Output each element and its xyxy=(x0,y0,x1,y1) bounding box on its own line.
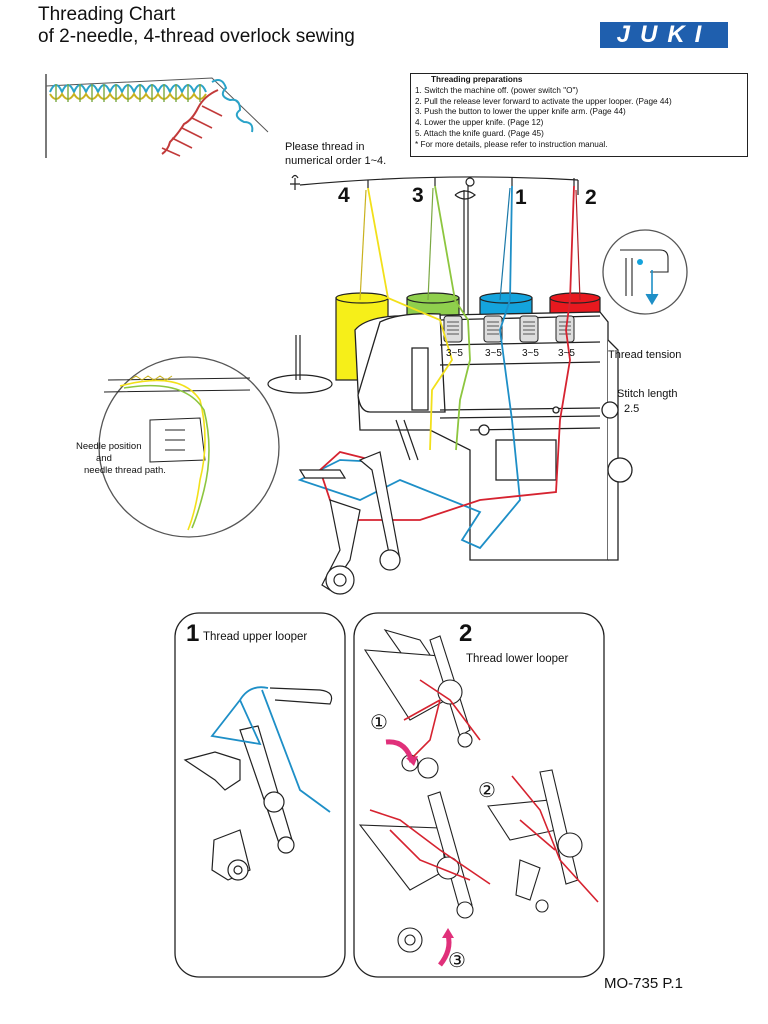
tension-dials xyxy=(443,315,575,343)
preparation-step: 2. Pull the release lever forward to act… xyxy=(415,96,672,106)
lower-looper-thread-2 xyxy=(369,809,491,885)
machine-body xyxy=(354,311,633,561)
preparation-step: 1. Switch the machine off. (power switch… xyxy=(415,85,579,95)
tension-value: 3~5 xyxy=(522,348,539,359)
upper-looper-title: Thread upper looper xyxy=(203,631,308,643)
title-line-2: of 2-needle, 4-thread overlock sewing xyxy=(38,26,355,47)
needle-position-label: Needle position xyxy=(76,441,142,452)
thread-number-1: 1 xyxy=(515,186,527,209)
lower-looper-step-number: 2 xyxy=(459,620,473,647)
looper-detail-zoom-circle xyxy=(602,229,688,315)
looper-mechanism xyxy=(298,419,419,595)
preparation-step: 3. Push the button to lower the upper kn… xyxy=(415,107,626,117)
instruction-line-1: Please thread in xyxy=(285,141,365,153)
preparations-title: Threading preparations xyxy=(431,75,523,84)
lower-looper-illustration-1 xyxy=(363,629,473,779)
preparation-step: 4. Lower the upper knife. (Page 12) xyxy=(415,118,544,128)
juki-logo: JUKI xyxy=(600,22,728,48)
lower-looper-thread-3 xyxy=(511,775,599,903)
thread-number-3: 3 xyxy=(412,184,424,207)
thread-stand xyxy=(290,174,579,330)
rotate-arrowhead-3 xyxy=(442,928,454,938)
looper-detail-content xyxy=(620,249,669,306)
stitch-sample-illustration xyxy=(45,74,269,158)
upper-looper-thread xyxy=(210,686,331,813)
rotate-arrowhead-1 xyxy=(406,756,418,766)
needle-zoom-content xyxy=(103,375,251,531)
lower-looper-thread-1 xyxy=(403,679,481,761)
stitch-length-value: 2.5 xyxy=(624,403,640,415)
tension-value: 3~5 xyxy=(558,348,575,359)
step-marker-1: ① xyxy=(370,712,388,734)
tension-value: 3~5 xyxy=(485,348,502,359)
tension-value: 3~5 xyxy=(446,348,463,359)
needle-thread-path-label: needle thread path. xyxy=(84,465,166,476)
needle-position-label-and: and xyxy=(96,453,112,464)
instruction-line-2: numerical order 1~4. xyxy=(285,155,387,167)
step-marker-3: ③ xyxy=(448,950,466,972)
stitch-length-label: Stitch length xyxy=(617,388,678,400)
upper-looper-step-number: 1 xyxy=(186,620,200,647)
thread-number-4: 4 xyxy=(338,184,350,207)
title-line-1: Threading Chart xyxy=(38,4,176,25)
spool-pin-left xyxy=(267,335,333,394)
thread-number-2: 2 xyxy=(585,186,597,209)
preparation-step: * For more details, please refer to inst… xyxy=(415,139,608,149)
step-marker-2: ② xyxy=(478,780,496,802)
page-number: MO-735 P.1 xyxy=(604,975,683,992)
lower-looper-title: Thread lower looper xyxy=(466,653,569,665)
thread-paths xyxy=(297,185,581,550)
thread-tension-label: Thread tension xyxy=(608,349,682,361)
threading-preparations-box: Threading preparations 1. Switch the mac… xyxy=(410,73,748,157)
upper-looper-illustration xyxy=(183,687,333,881)
upper-looper-panel xyxy=(174,612,346,978)
preparation-step: 5. Attach the knife guard. (Page 45) xyxy=(415,128,544,138)
